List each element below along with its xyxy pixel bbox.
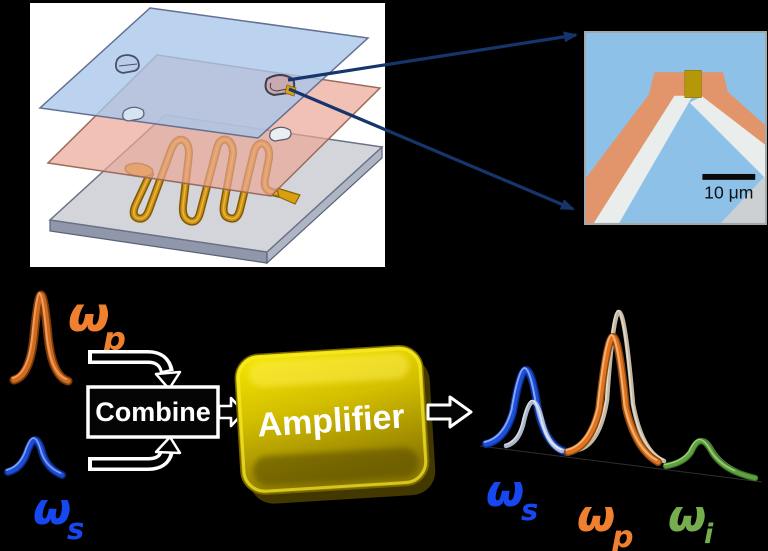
svg-text:s: s — [67, 512, 84, 546]
spectrum-baseline — [479, 445, 763, 483]
output-idler-peak — [662, 437, 759, 482]
input-signal-label: ω s — [33, 484, 84, 546]
micrograph-image: 10 μm — [586, 33, 765, 223]
svg-text:ω: ω — [577, 491, 615, 542]
top-cladding-layer — [38, 7, 370, 139]
svg-text:ω: ω — [33, 484, 71, 535]
chip-exploded-view-panel — [30, 3, 385, 267]
merge-arrow-top-icon — [88, 350, 182, 391]
output-pump-label: ω p — [577, 491, 633, 551]
gold-junction — [684, 69, 702, 98]
micrograph-inset: 10 μm — [584, 31, 767, 225]
waveguide-white-left — [593, 91, 692, 223]
output-pump-peak — [564, 332, 662, 466]
merge-arrow-bottom-icon — [88, 435, 182, 471]
svg-text:p: p — [102, 320, 126, 358]
combine-label: Combine — [95, 397, 211, 427]
pink-layer-window — [122, 106, 145, 122]
svg-text:ω: ω — [68, 287, 110, 343]
scale-bar-label: 10 μm — [704, 182, 753, 202]
device-region — [264, 74, 297, 97]
output-pump-peak-ghost — [575, 309, 667, 464]
input-pump-label: ω p — [68, 287, 126, 358]
electrode-left — [586, 82, 677, 223]
process-flow-diagram: ω p ω s Combine — [4, 287, 763, 551]
amplifier-label: Amplifier — [256, 398, 405, 445]
output-arrow-icon — [426, 395, 473, 429]
waveguide-white-right — [689, 95, 765, 178]
pump-pulse-icon — [9, 290, 73, 386]
svg-text:ω: ω — [486, 466, 524, 517]
output-idler-label: ω i — [668, 491, 714, 550]
output-signal-label: ω s — [486, 466, 538, 527]
fiber-clip-icon — [114, 54, 140, 74]
signal-pulse-icon — [4, 435, 66, 479]
chip-exploded-view — [38, 7, 384, 265]
inset-gray-corner — [720, 175, 765, 223]
svg-text:i: i — [704, 519, 714, 550]
amplifier-box: Amplifier — [234, 345, 436, 504]
output-signal-peak-ghost — [503, 399, 565, 454]
combine-box: Combine — [86, 385, 220, 439]
lower-window — [269, 126, 292, 142]
svg-text:p: p — [611, 520, 633, 551]
scale-bar — [702, 173, 756, 180]
svg-text:ω: ω — [668, 491, 706, 542]
electrode-right — [701, 83, 765, 145]
svg-text:s: s — [521, 493, 538, 527]
